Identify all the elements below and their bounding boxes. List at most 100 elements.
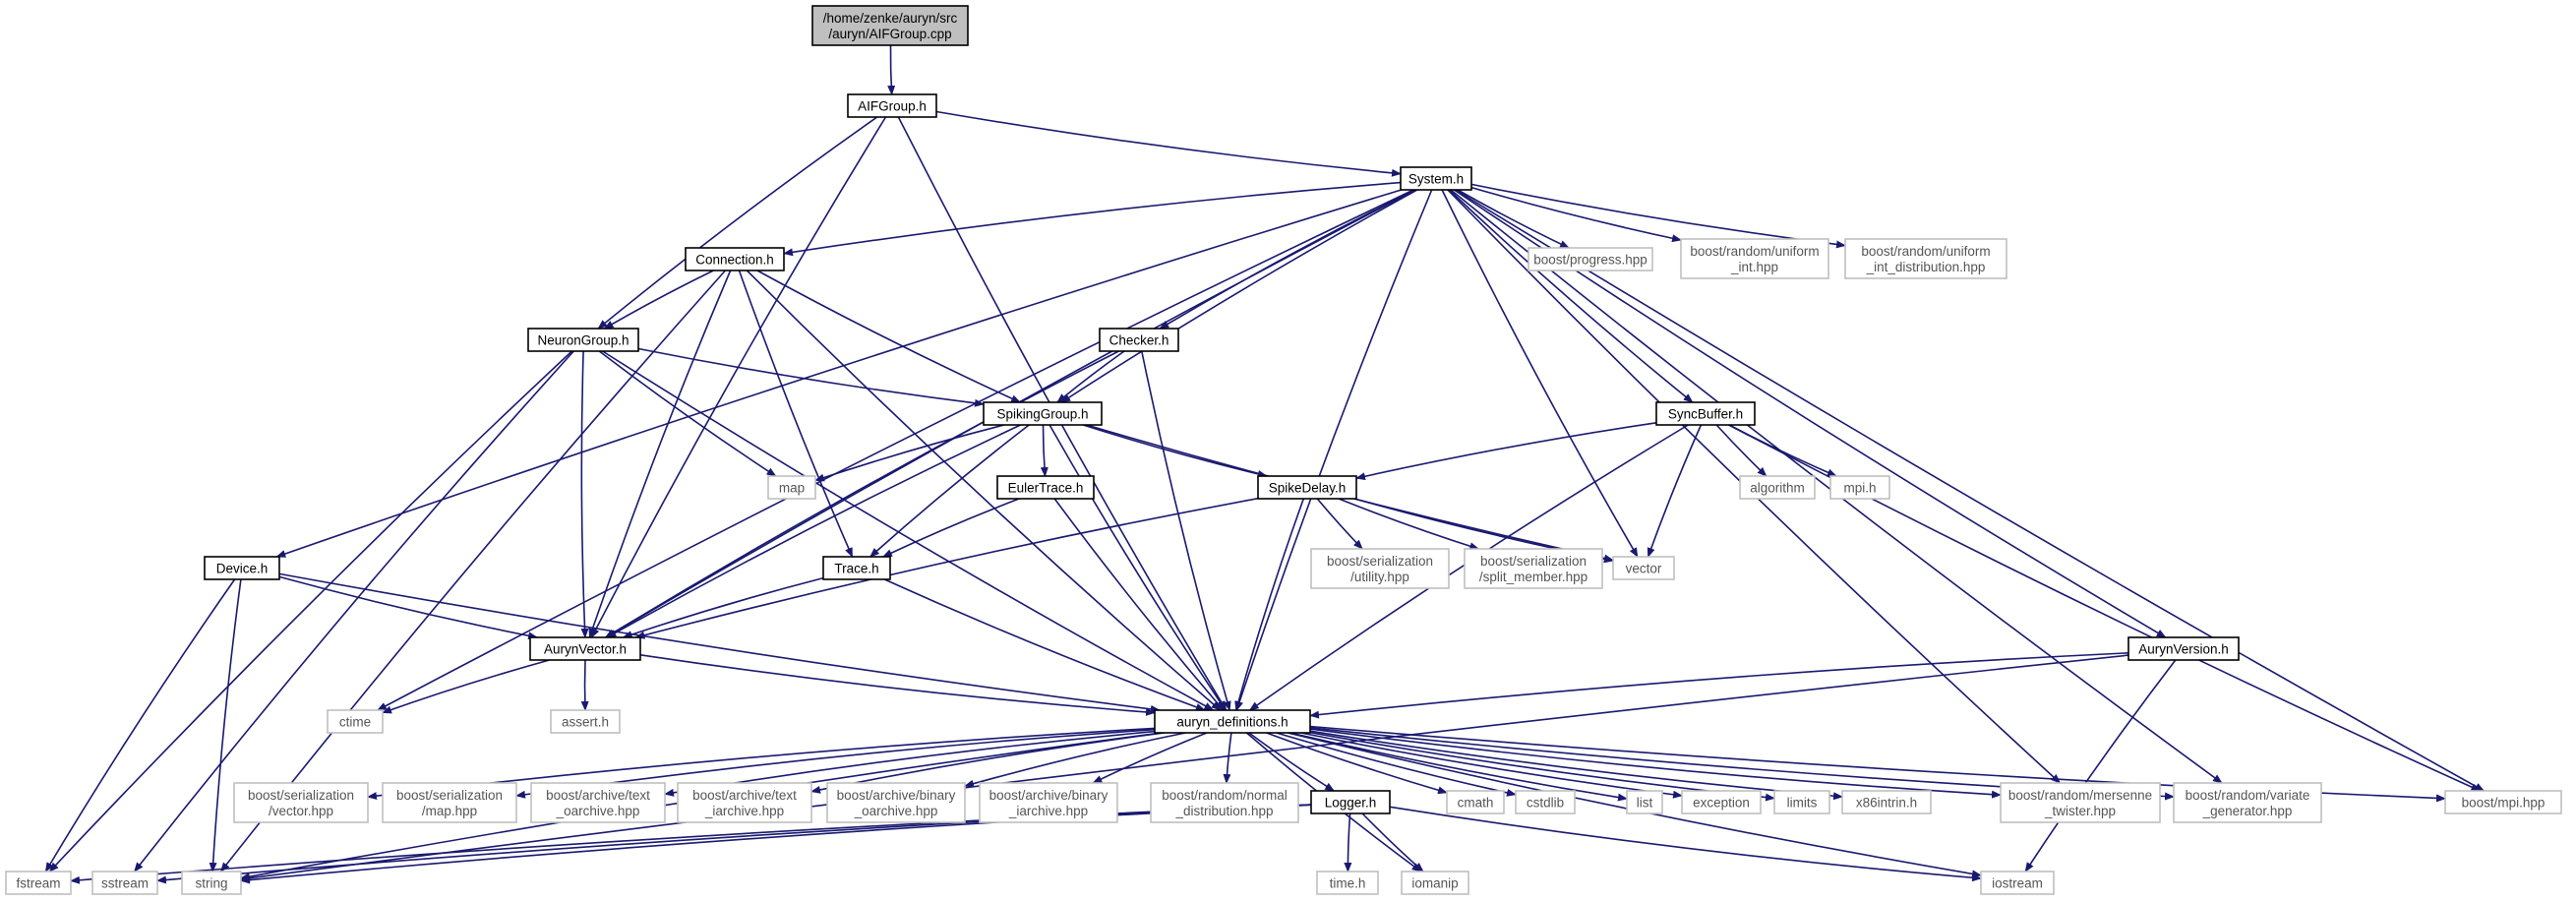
node-label: fstream	[16, 876, 60, 891]
edge-logger_h-to-iomanip	[1361, 812, 1424, 872]
node-box	[181, 871, 242, 895]
edge-connection_h-to-auryn_definitions_h	[746, 270, 1222, 711]
node-exception: exception	[1681, 790, 1762, 814]
edge-logger_h-to-iostream	[1389, 806, 1982, 882]
node-box	[2173, 782, 2322, 823]
edge-aifgroup_h-to-aurynvector_h	[590, 116, 887, 638]
edge-spikinggroup_h-to-eulertrace_h	[1040, 424, 1048, 477]
node-auryn-definitions-h[interactable]: auryn_definitions.h	[1154, 709, 1311, 734]
node-boost-arch-bin-i: boost/archive/binary_iarchive.hpp	[979, 782, 1118, 823]
node-eulertrace-h[interactable]: EulerTrace.h	[996, 475, 1095, 500]
node-spikedelay-h[interactable]: SpikeDelay.h	[1257, 475, 1357, 500]
edge-spikedelay_h-to-boost_ser_split	[1338, 498, 1480, 551]
node-box	[1681, 790, 1762, 814]
edge-spikinggroup_h-to-aurynvector_h	[606, 424, 1021, 638]
node-string: string	[181, 871, 242, 895]
edge-aurynvector_h-to-ctime	[382, 659, 550, 714]
edge-system_h-to-boost_mpi	[1455, 189, 2486, 792]
node-label: limits	[1787, 796, 1818, 811]
node-aifgroup-h[interactable]: AIFGroup.h	[847, 93, 937, 118]
node-boost-mpi: boost/mpi.hpp	[2444, 790, 2562, 814]
node-box	[1257, 475, 1357, 500]
node-box	[204, 556, 280, 580]
edge-auryn_definitions_h-to-boost_mersenne	[1309, 728, 2002, 799]
node-label: /vector.hpp	[269, 804, 333, 818]
node-x86intrin-h: x86intrin.h	[1841, 790, 1932, 814]
node-label: vector	[1626, 562, 1662, 576]
node-label: /map.hpp	[422, 804, 477, 818]
node-box	[2000, 782, 2161, 823]
edge-connection_h-to-aurynvector_h	[588, 270, 732, 638]
node-syncbuffer-h[interactable]: SyncBuffer.h	[1655, 401, 1756, 426]
node-boost-arch-bin-o: boost/archive/binary_oarchive.hpp	[826, 782, 966, 823]
edge-auryn_definitions_h-to-cmath	[1266, 732, 1448, 795]
node-label: list	[1637, 796, 1653, 811]
node-label: Trace.h	[834, 562, 878, 576]
node-box	[1400, 166, 1472, 191]
node-label: boost/random/uniform	[1690, 244, 1819, 259]
node-box	[1612, 556, 1675, 580]
node-mpi-h: mpi.h	[1829, 475, 1890, 500]
node-map: map	[767, 475, 816, 500]
node-box	[1829, 475, 1890, 500]
node-label: cstdlib	[1527, 796, 1564, 811]
node-label: boost/serialization	[1480, 554, 1587, 569]
node-box	[1099, 328, 1179, 352]
edge-aurynversion_h-to-string	[240, 654, 2129, 882]
node-trace-h[interactable]: Trace.h	[822, 556, 891, 580]
node-label: time.h	[1330, 876, 1366, 891]
edge-system_h-to-boost_uniform_int	[1470, 186, 1682, 243]
node-box	[1655, 401, 1756, 426]
node-device-h[interactable]: Device.h	[204, 556, 280, 580]
node-box	[1310, 548, 1450, 589]
node-neurongroup-h[interactable]: NeuronGroup.h	[527, 328, 639, 352]
node-root[interactable]: /home/zenke/auryn/src/auryn/AIFGroup.cpp	[811, 5, 969, 46]
edge-neurongroup_h-to-fstream	[48, 350, 573, 872]
node-boost-ser-vector: boost/serialization/vector.hpp	[233, 782, 369, 823]
node-label: ctime	[339, 715, 371, 730]
node-box	[91, 871, 158, 895]
node-aurynversion-h[interactable]: AurynVersion.h	[2127, 636, 2240, 661]
node-box	[1310, 790, 1391, 814]
node-label: iomanip	[1411, 876, 1458, 891]
node-logger-h[interactable]: Logger.h	[1310, 790, 1391, 814]
node-boost-variate: boost/random/variate_generator.hpp	[2173, 782, 2322, 823]
node-box	[1528, 247, 1653, 271]
node-label: exception	[1693, 796, 1750, 811]
node-spikinggroup-h[interactable]: SpikingGroup.h	[983, 401, 1103, 426]
node-label: _iarchive.hpp	[1008, 804, 1088, 818]
node-cstdlib: cstdlib	[1515, 790, 1576, 814]
node-label: boost/random/uniform	[1861, 244, 1990, 259]
edge-auryn_definitions_h-to-x86intrin_h	[1309, 730, 1843, 801]
edge-spikinggroup_h-to-map	[814, 424, 1005, 482]
node-box	[1515, 790, 1576, 814]
node-label: boost/progress.hpp	[1533, 253, 1647, 268]
node-box	[1154, 709, 1311, 734]
edge-eulertrace_h-to-auryn_definitions_h	[1053, 498, 1225, 711]
node-box	[527, 328, 639, 352]
node-box	[529, 636, 641, 661]
node-label: Device.h	[216, 562, 269, 576]
node-label: /auryn/AIFGroup.cpp	[828, 27, 951, 41]
edge-aurynversion_h-to-iostream	[2024, 659, 2177, 872]
node-label: sstream	[101, 876, 149, 891]
node-label: _int.hpp	[1730, 260, 1778, 274]
edge-syncbuffer_h-to-mpi_h	[1728, 424, 1837, 477]
node-box	[811, 5, 969, 46]
edge-aifgroup_h-to-system_h	[935, 110, 1402, 177]
edge-auryn_definitions_h-to-boost_arch_bin_o	[964, 732, 1186, 788]
node-label: System.h	[1408, 172, 1464, 187]
node-aurynvector-h[interactable]: AurynVector.h	[529, 636, 641, 661]
node-label: _twister.hpp	[2044, 804, 2116, 818]
edge-auryn_definitions_h-to-boost_normal_dist	[1223, 732, 1232, 784]
edge-auryn_definitions_h-to-list	[1289, 732, 1628, 802]
node-system-h[interactable]: System.h	[1400, 166, 1472, 191]
node-connection-h[interactable]: Connection.h	[685, 247, 785, 271]
node-checker-h[interactable]: Checker.h	[1099, 328, 1179, 352]
node-ctime: ctime	[327, 709, 384, 734]
node-box	[2444, 790, 2562, 814]
node-box	[1844, 238, 2007, 279]
node-label: mpi.h	[1843, 481, 1876, 496]
edge-neurongroup_h-to-aurynvector_h	[580, 350, 589, 638]
node-box	[1150, 782, 1299, 823]
